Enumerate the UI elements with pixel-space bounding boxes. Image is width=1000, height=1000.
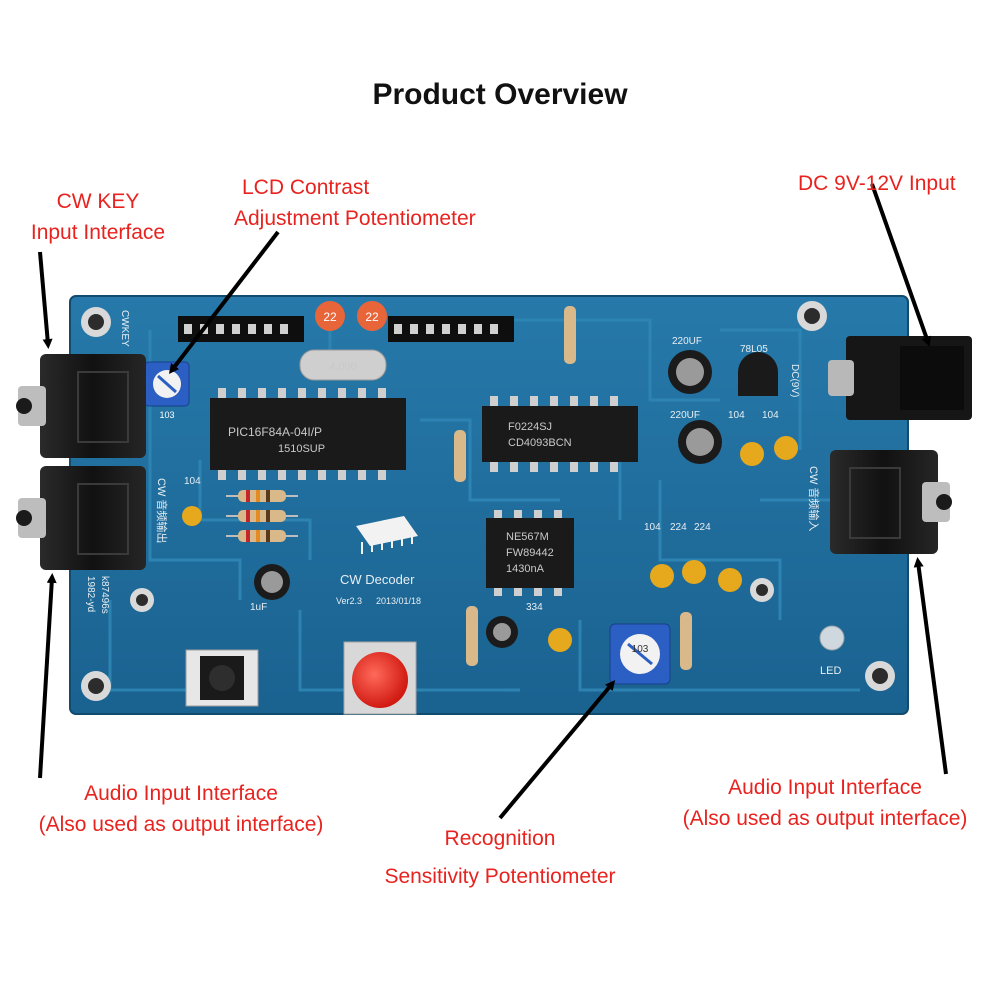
cap-104-d: 104 [644,522,661,533]
crystal: 4.000 [299,349,387,381]
cap-224-a: 224 [670,522,687,533]
dc-power-jack [828,336,972,420]
silk-dc: DC(9V) [789,364,800,397]
crystal-label: 4.000 [329,361,357,373]
audio-jack-right [830,450,952,554]
cd4093-label-2: CD4093BCN [508,437,572,449]
regulator-label: 78L05 [740,344,768,355]
arrow-audio-left [38,573,57,779]
cap-220uf-a: 220UF [672,336,702,347]
ne567-chip: NE567M FW89442 1430nA [486,510,574,596]
callout-audio-right: Audio Input Interface (Also used as outp… [650,772,1000,834]
cw-decoder-logo: CW Decoder Ver2.3 2013/01/18 [336,516,421,606]
ne567-label-3: 1430nA [506,563,545,575]
led-label: LED [820,665,841,677]
callout-lcd-contrast: LCD Contrast Adjustment Potentiometer [234,172,476,234]
sensitivity-pot: 103 [609,623,671,685]
arrow-recognition [498,680,616,820]
callout-audio-left: Audio Input Interface (Also used as outp… [6,778,356,840]
callout-audio-right-line1: Audio Input Interface [728,776,922,799]
cw-key-jack [16,354,146,458]
voltage-regulator: 78L05 [738,344,778,396]
callout-cw-key-line1: CW KEY [56,190,140,213]
mcu-chip-label-1: PIC16F84A-04I/P [228,425,322,439]
callout-dc-line1: DC 9V-12V Input [798,172,956,195]
callout-audio-right-line2: (Also used as output interface) [682,807,968,830]
cd4093-chip: F0224SJ CD4093BCN [482,396,638,472]
callout-recognition: Recognition Sensitivity Potentiometer [356,820,644,896]
callout-arrows [38,183,948,820]
callout-lcd-line2: Adjustment Potentiometer [234,207,476,230]
ceramic-caps-22: 22 22 [315,301,387,331]
callout-lcd-line1: LCD Contrast [242,176,370,199]
resistors [226,306,692,670]
cap-22-b: 22 [365,310,379,324]
silk-id-2: 1982-yd [85,576,96,612]
cap-334: 334 [526,602,543,613]
silk-cwkey: CWKEY [119,310,130,347]
cap-104-b: 104 [728,410,745,421]
mounting-holes [81,301,895,701]
cap-104-c: 104 [762,410,779,421]
board-version: Ver2.3 [336,596,362,606]
callout-recognition-line1: Recognition [444,827,556,850]
page-title: Product Overview [372,78,628,111]
silk-audio-out: CW 音频输出 [155,478,169,543]
callout-dc-input: DC 9V-12V Input [798,168,956,199]
cap-104-a: 104 [184,476,201,487]
cap-1uf: 1uF [250,602,267,613]
callout-audio-left-line2: (Also used as output interface) [38,813,324,836]
red-push-button [343,641,417,715]
ceramic-caps [182,436,798,652]
sens-pot-mark: 103 [632,644,649,655]
callout-cw-key-line2: Input Interface [30,221,166,244]
ne567-label-2: FW89442 [506,547,554,559]
callout-recognition-line2: Sensitivity Potentiometer [384,865,616,888]
lcd-pot-mark: 103 [159,410,174,420]
silk-audio-in: CW 音频输入 [807,466,821,531]
tactile-switch [185,649,259,707]
callout-cw-key: CW KEY Input Interface [18,186,178,248]
mcu-chip-label-2: 1510SUP [278,443,325,455]
silk-id-1: k87496s [99,576,110,614]
electrolytic-caps: 220UF 220UF 1uF [250,336,722,648]
led: LED [819,625,845,677]
board-date: 2013/01/18 [376,596,421,606]
cap-224-b: 224 [694,522,711,533]
arrow-audio-right [913,557,948,775]
pcb-board: 4.000 22 22 PIC16F84A-04I/P 1510SUP [16,295,972,715]
arrow-cw-key [38,251,53,349]
cap-220uf-b: 220UF [670,410,700,421]
mcu-chip: PIC16F84A-04I/P 1510SUP [210,388,406,480]
callout-audio-left-line1: Audio Input Interface [84,782,278,805]
board-product-name: CW Decoder [340,572,415,587]
cd4093-label-1: F0224SJ [508,421,552,433]
audio-jack-left [16,466,146,570]
arrow-lcd-contrast [168,230,280,374]
cap-22-a: 22 [323,310,337,324]
ne567-label-1: NE567M [506,531,549,543]
arrow-dc-input [870,183,932,347]
lcd-contrast-pot: 103 [144,361,190,420]
